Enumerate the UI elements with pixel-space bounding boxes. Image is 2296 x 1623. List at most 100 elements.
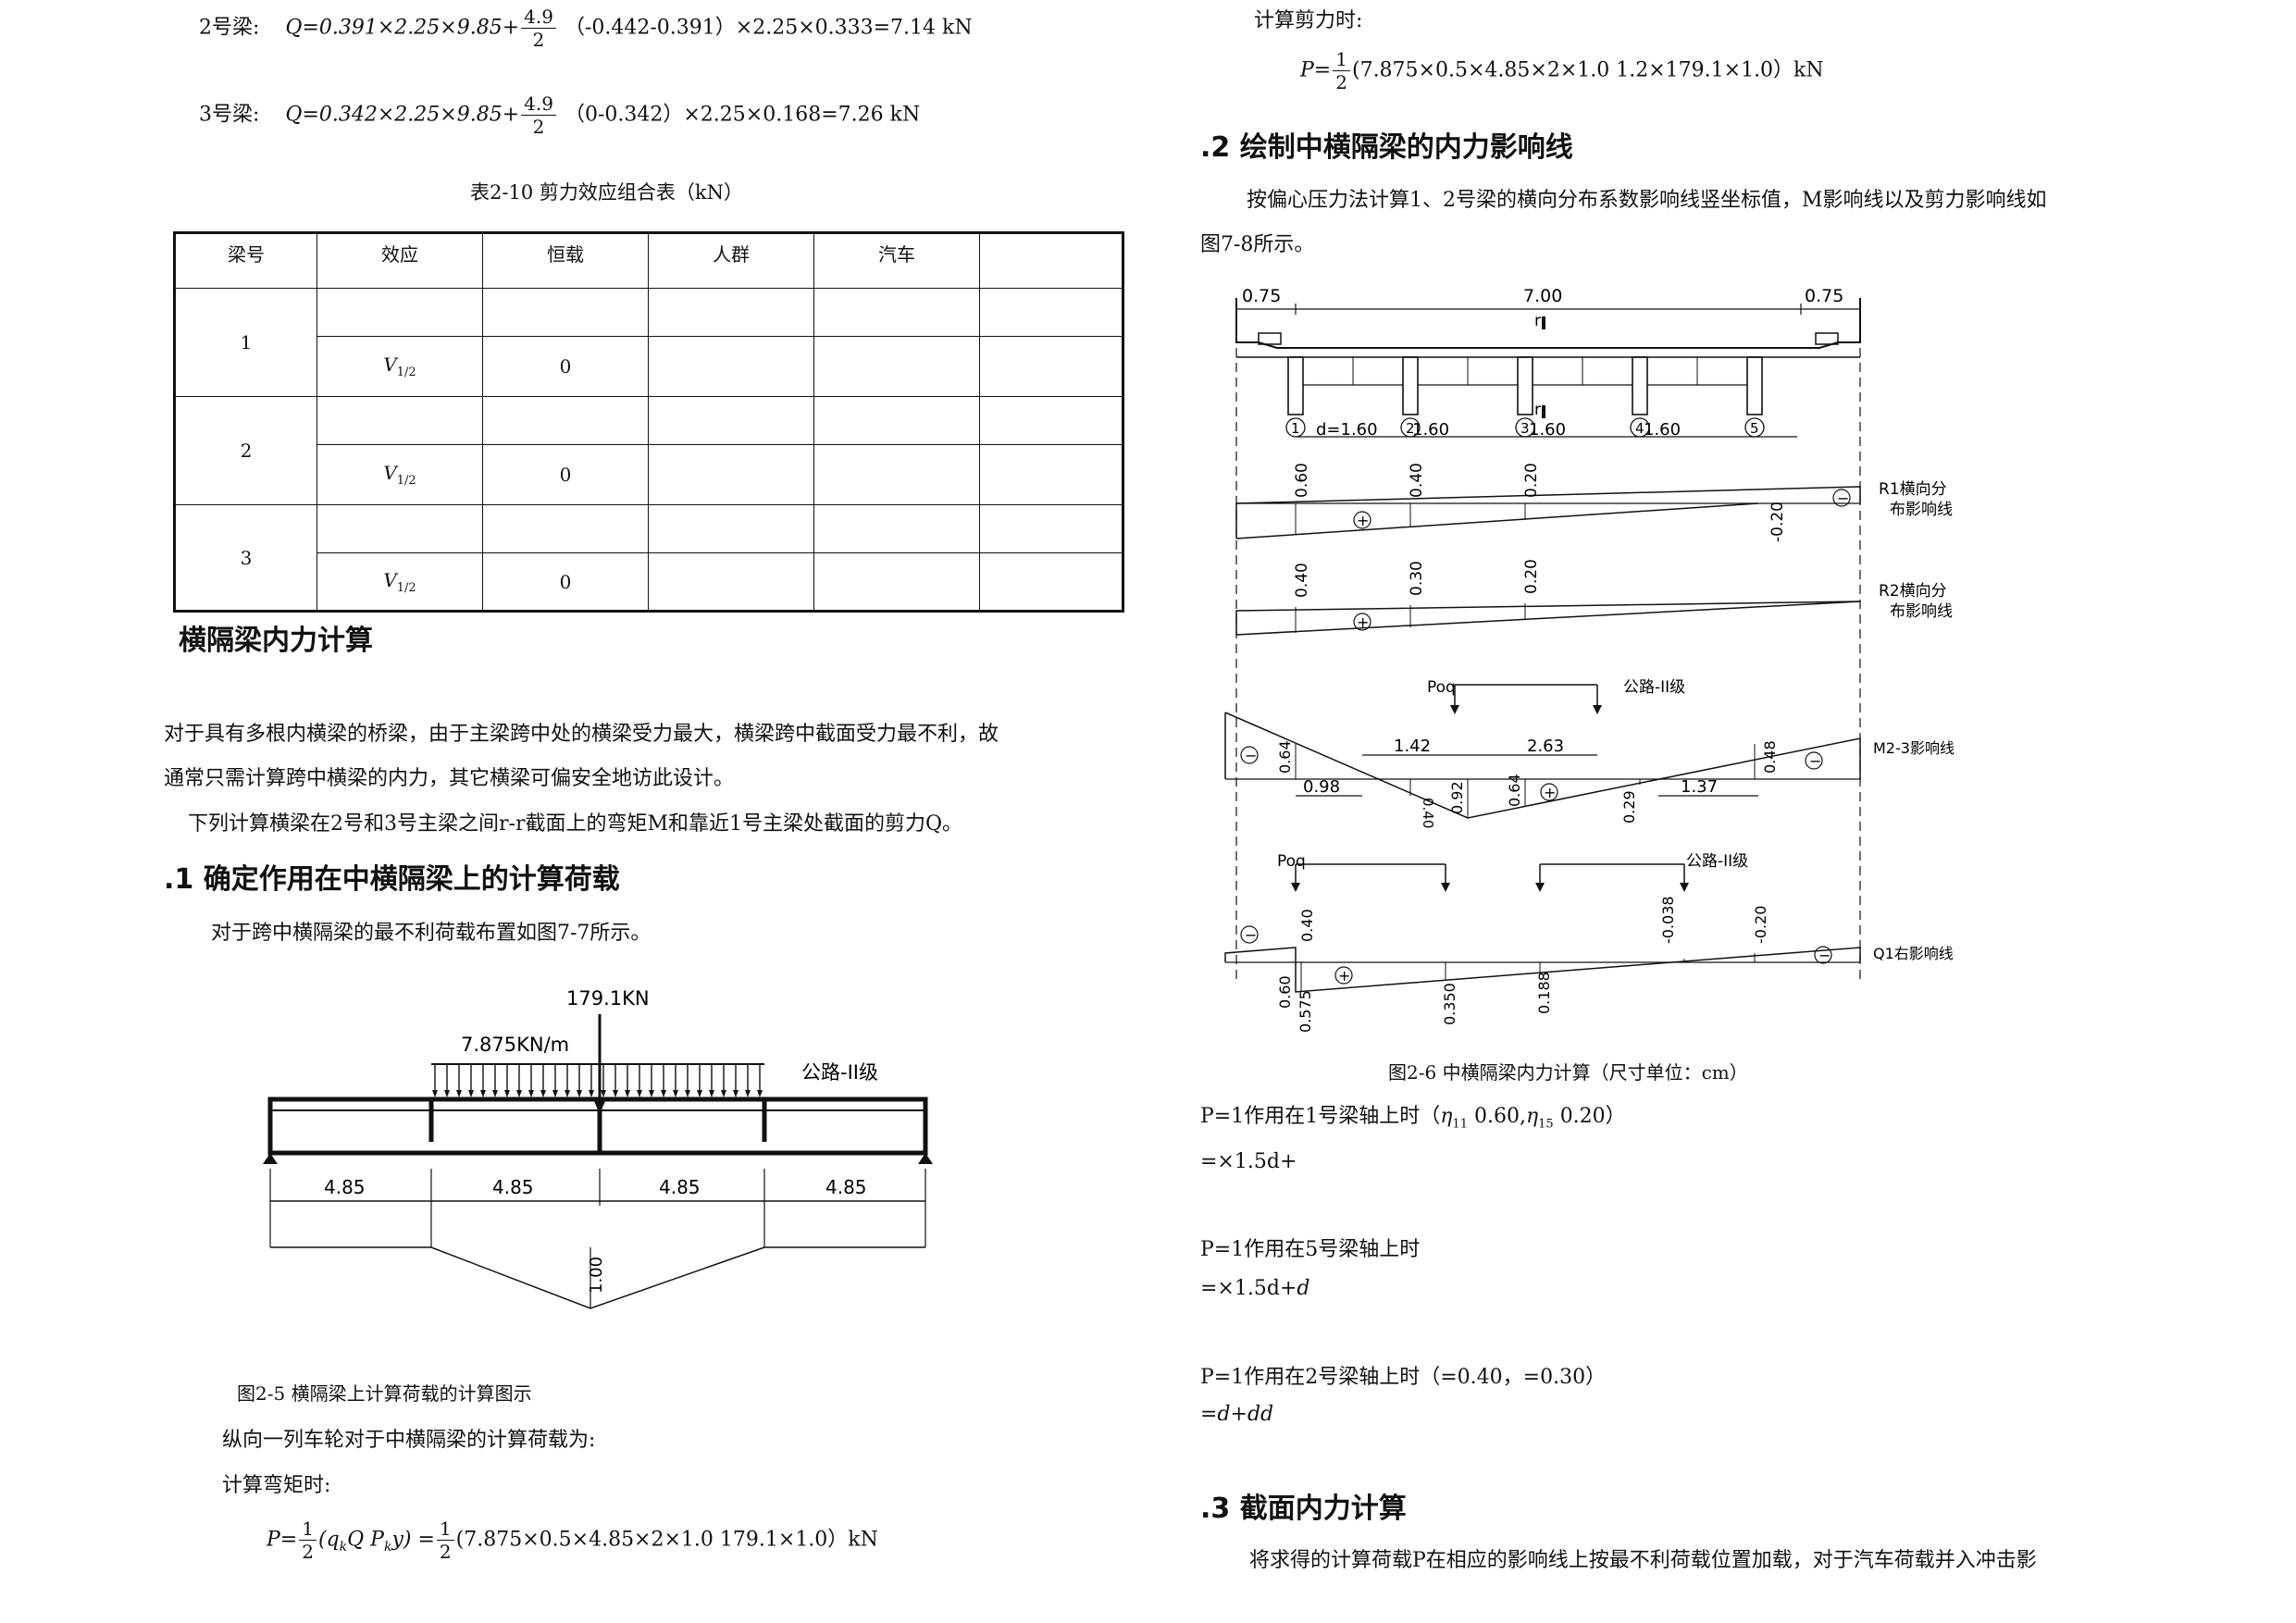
p5-line: P=1作用在5号梁轴上时 — [1200, 1238, 1421, 1261]
arrowhead — [661, 1090, 666, 1097]
arrowhead — [492, 1090, 498, 1097]
support-right — [918, 1153, 933, 1164]
distributed-load-arrows — [432, 1064, 763, 1097]
span-label: 4.85 — [659, 1176, 701, 1198]
deck-outline — [1235, 333, 1861, 349]
arrowhead — [504, 1090, 510, 1097]
arrowhead — [745, 1090, 751, 1097]
p2-line: P=1作用在2号梁轴上时（=0.40，=0.30） — [1200, 1366, 1607, 1389]
section-r-label: r — [1534, 312, 1541, 330]
ordinate-label: -0.20 — [1752, 906, 1769, 944]
table-header-row: 梁号 效应 恒载 人群 汽车 — [174, 232, 1123, 289]
spacing-label: d=1.60 — [1316, 420, 1378, 440]
r1-label: 布影响线 — [1890, 501, 1953, 519]
r1-label: R1横向分 — [1879, 480, 1947, 499]
dim-label: 7.00 — [1523, 286, 1562, 306]
ordinate-label: 0.40 — [1293, 563, 1311, 598]
load-label: Poq — [1277, 852, 1306, 871]
girder — [1287, 356, 1304, 415]
table-row: 2 — [174, 396, 1123, 505]
table-row: V1/2 0 — [175, 552, 1123, 612]
beam-number: 1 — [174, 288, 317, 397]
arrowhead — [552, 1090, 558, 1097]
ordinate-label: 0.40 — [1420, 798, 1436, 828]
arrowhead — [577, 1090, 582, 1097]
girder — [1517, 356, 1533, 415]
q-influence-line — [1224, 947, 1861, 993]
arrowhead — [1593, 705, 1602, 714]
girder — [1632, 356, 1648, 415]
figure-caption: 图2-6 中横隔梁内力计算（尺寸单位：cm） — [1388, 1061, 1748, 1084]
arrowhead — [637, 1090, 642, 1097]
beam-number: 1 — [1291, 420, 1300, 437]
load-grade-label: 公路-II级 — [1686, 852, 1748, 871]
plus-icon — [1353, 613, 1371, 631]
beam-number: 4 — [1635, 420, 1644, 437]
q-label: Q1右影响线 — [1873, 945, 1954, 962]
arrowhead — [685, 1090, 690, 1097]
r2-label: R2横向分 — [1879, 582, 1947, 601]
effect-cell: V1/2 — [316, 336, 483, 397]
paragraph: 计算弯矩时: — [222, 1474, 331, 1497]
span-label: 4.85 — [324, 1176, 366, 1198]
eq-beam2-post: （-0.442-0.391）×2.25×0.333=7.14 kN — [564, 16, 973, 40]
arrowhead — [432, 1090, 438, 1097]
r2-label: 布影响线 — [1890, 602, 1953, 621]
dim-label: 0.75 — [1805, 286, 1843, 306]
arrowhead — [528, 1090, 534, 1097]
eq-beam3-post: （0-0.342）×2.25×0.168=7.26 kN — [564, 103, 921, 127]
eq-beam3-pre: Q=0.342×2.25×9.85+ — [285, 103, 520, 127]
girder — [1402, 356, 1419, 415]
spacing-label: 1.60 — [1529, 420, 1566, 440]
dim-label: 0.75 — [1242, 286, 1281, 306]
svg-text:+: + — [1544, 784, 1556, 801]
arrowhead — [480, 1090, 486, 1097]
paragraph: 对于跨中横隔梁的最不利荷载布置如图7-7所示。 — [211, 922, 652, 945]
girder — [1746, 356, 1763, 415]
paragraph: 通常只需计算跨中横梁的内力，其它横梁可偏安全地访此设计。 — [164, 767, 735, 790]
paragraph: 图7-8所示。 — [1200, 233, 1315, 256]
plus-icon — [1540, 783, 1558, 801]
arrowhead — [613, 1090, 618, 1097]
beam-number: 2 — [174, 396, 317, 505]
table-caption: 表2-10 剪力效应组合表（kN） — [470, 181, 743, 204]
eq-beam2-label: 2号梁: — [199, 16, 260, 40]
curb — [1258, 332, 1282, 345]
minus-icon — [1240, 925, 1259, 944]
spacing-label: 1.60 — [1644, 420, 1681, 440]
ordinate-label: 0.60 — [1276, 975, 1294, 1009]
arrowhead — [468, 1090, 474, 1097]
arrowhead — [444, 1090, 450, 1097]
span-label: 4.85 — [825, 1176, 867, 1198]
ordinate-label: 0.20 — [1522, 559, 1541, 594]
m-label: M2-3影响线 — [1873, 739, 1955, 757]
support-left — [263, 1153, 278, 1164]
arrowhead — [757, 1090, 763, 1097]
svg-text:+: + — [1357, 613, 1369, 631]
arrowhead — [709, 1090, 714, 1097]
header-cell: 效应 — [316, 232, 483, 289]
arrowhead — [540, 1090, 546, 1097]
table-row: 3 — [174, 504, 1123, 612]
dead-load-cell: 0 — [482, 552, 649, 612]
paragraph: 纵向一列车轮对于中横隔梁的计算荷载为: — [222, 1429, 596, 1452]
section-r-label: r — [1534, 401, 1541, 419]
heading-section-1: .1 确定作用在中横隔梁上的计算荷载 — [164, 863, 620, 896]
heading-section-2: .2 绘制中横隔梁的内力影响线 — [1200, 131, 1573, 164]
header-cell: 人群 — [648, 232, 814, 289]
arrowhead — [625, 1090, 630, 1097]
span-label: 4.85 — [492, 1176, 534, 1198]
ordinate-label: 0.29 — [1620, 790, 1638, 824]
plus-icon — [1353, 511, 1371, 529]
dim-label: 0.98 — [1303, 777, 1340, 797]
effect-cell: V1/2 — [316, 444, 483, 505]
ordinate-label: 0.40 — [1408, 463, 1426, 498]
p1-line: P=1作用在1号梁轴上时（η11 0.60,η15 0.20） — [1200, 1105, 1626, 1132]
